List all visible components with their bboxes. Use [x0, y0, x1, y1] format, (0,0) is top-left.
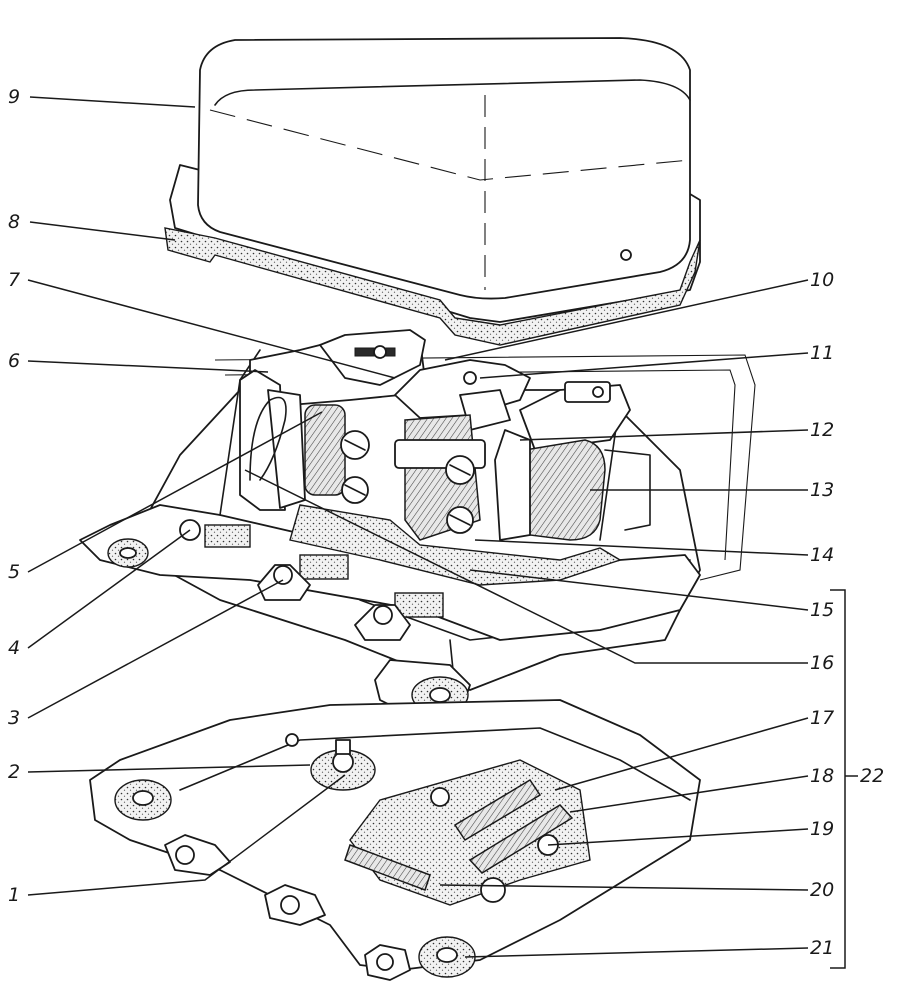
- callout-12: 12: [810, 419, 834, 441]
- callout-10: 10: [810, 269, 834, 291]
- callout-15: 15: [810, 599, 834, 621]
- callout-7: 7: [8, 269, 20, 291]
- resistor-18: [468, 804, 574, 874]
- callout-19: 19: [810, 818, 834, 840]
- callout-11: 11: [810, 342, 834, 364]
- base-plate: [89, 699, 701, 981]
- relay-mechanisms: [239, 329, 651, 586]
- callout-8: 8: [8, 211, 20, 233]
- callout-14: 14: [810, 544, 834, 566]
- resistor-20: [344, 844, 431, 891]
- callout-16: 16: [810, 652, 834, 674]
- callout-6: 6: [8, 350, 20, 372]
- callout-20: 20: [810, 879, 834, 901]
- callout-3: 3: [8, 707, 20, 729]
- callout-22: 22: [860, 765, 884, 787]
- callout-labels: 9 8 7 6 5 4 3 2 1 10 11 12 13 14 15 16 1…: [8, 86, 884, 959]
- callout-4: 4: [8, 637, 20, 659]
- callout-1: 1: [8, 884, 20, 906]
- leader-lines: [27, 96, 858, 969]
- cover-gasket: [164, 227, 701, 346]
- callout-21: 21: [810, 937, 834, 959]
- callout-2: 2: [8, 761, 20, 783]
- resistor-17: [453, 778, 542, 842]
- callout-9: 9: [8, 86, 20, 108]
- callout-18: 18: [810, 765, 834, 787]
- cover: [169, 37, 701, 323]
- callout-17: 17: [810, 707, 834, 729]
- callout-5: 5: [8, 561, 20, 583]
- callout-13: 13: [810, 479, 834, 501]
